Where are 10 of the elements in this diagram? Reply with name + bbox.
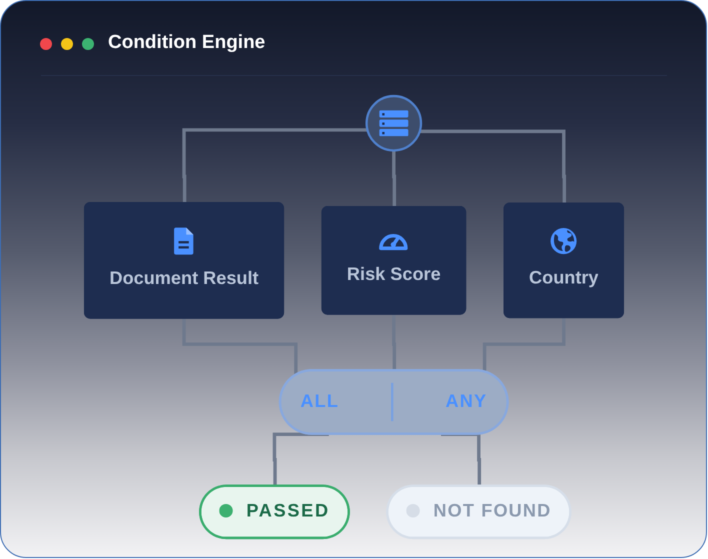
connector bbox=[441, 432, 482, 486]
node-circle bbox=[365, 94, 422, 152]
connector bbox=[482, 316, 566, 372]
connector bbox=[420, 130, 566, 204]
connector bbox=[182, 317, 298, 376]
connector bbox=[272, 432, 329, 486]
connector bbox=[392, 313, 396, 371]
connector bbox=[182, 128, 368, 204]
connector bbox=[392, 148, 396, 208]
window-title: Condition Engine bbox=[108, 32, 266, 54]
